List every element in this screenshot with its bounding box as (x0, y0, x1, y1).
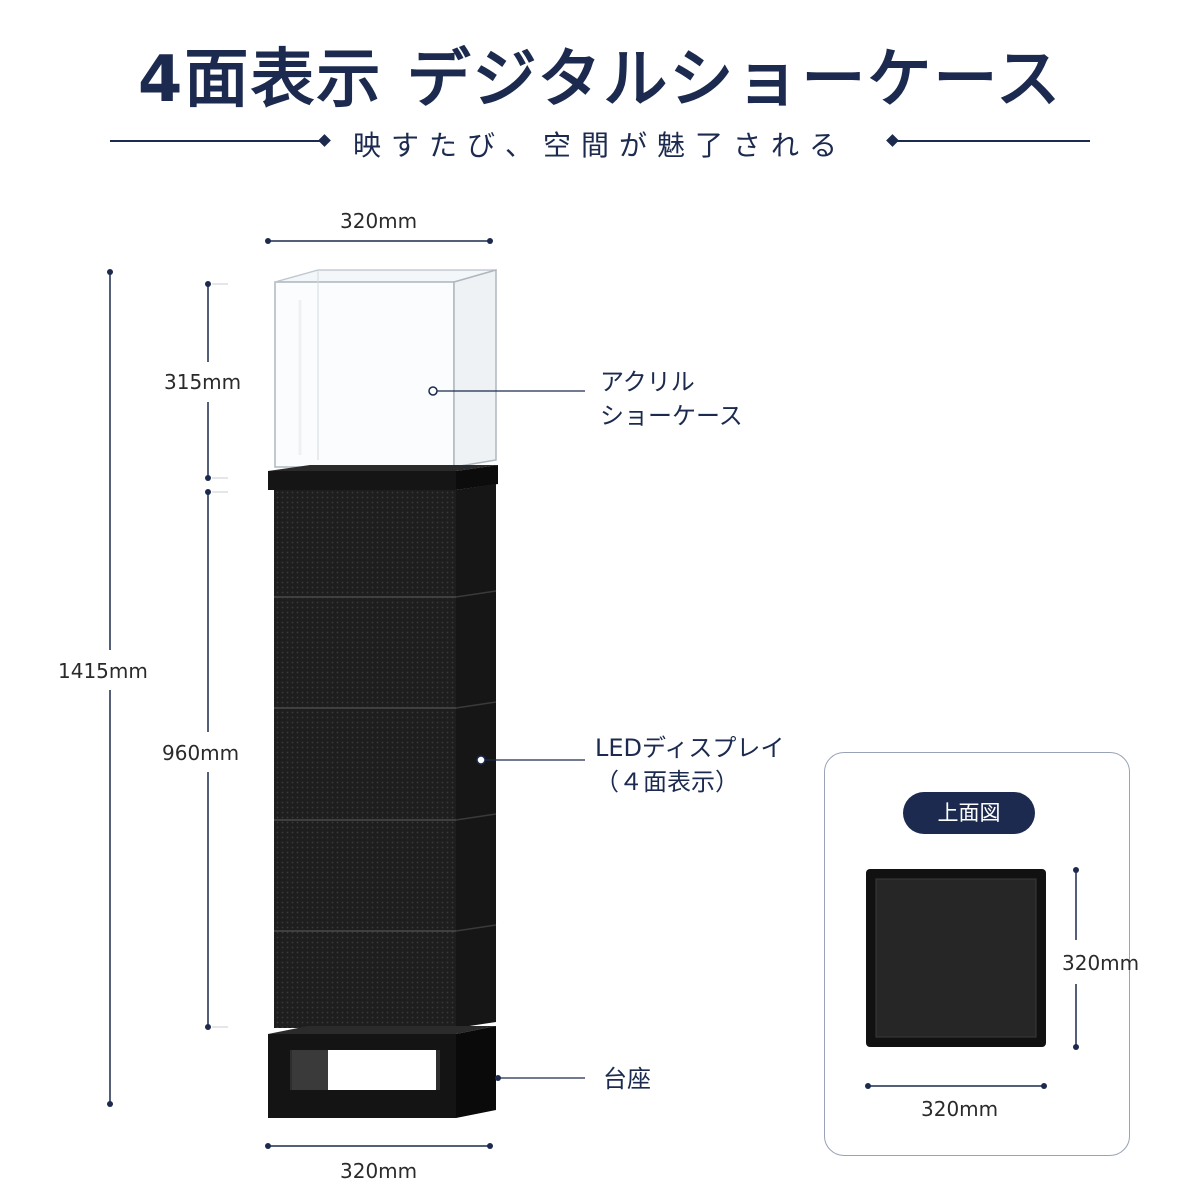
acrylic-callout-line (428, 386, 585, 396)
base-callout-line (495, 1075, 585, 1081)
total-height-dimension (107, 269, 113, 1107)
subtitle-row: 映すたび、空間が魅了される (0, 118, 1200, 166)
led-callout: LEDディスプレイ （４面表示） (595, 731, 784, 799)
bottom-width-dimension (265, 1143, 493, 1149)
page-title: 4面表示 デジタルショーケース (137, 43, 1063, 117)
left-rule (110, 140, 320, 142)
page-subtitle: 映すたび、空間が魅了される (352, 129, 847, 162)
top-view-width-label: 320mm (921, 1097, 999, 1121)
acrylic-callout: アクリル ショーケース (600, 365, 743, 433)
base-stand (268, 1026, 496, 1118)
right-rule (897, 140, 1090, 142)
led-display-column (274, 484, 497, 1028)
top-view-badge: 上面図 (903, 792, 1035, 834)
display-height-label: 960mm (162, 741, 240, 765)
base-callout: 台座 (603, 1065, 651, 1093)
top-width-dimension (265, 238, 493, 244)
acrylic-callout-line2: ショーケース (600, 402, 743, 430)
led-callout-line2: （４面表示） (595, 768, 739, 796)
case-height-label: 315mm (164, 370, 242, 394)
top-view-height-label: 320mm (1062, 951, 1140, 975)
acrylic-callout-line1: アクリル (600, 368, 695, 396)
acrylic-case (274, 269, 497, 468)
case-height-dimension (205, 281, 228, 481)
display-height-dimension (205, 489, 228, 1030)
top-cap (268, 465, 498, 490)
total-height-label: 1415mm (58, 659, 148, 683)
led-callout-line (476, 755, 585, 765)
top-width-label: 320mm (340, 209, 418, 233)
bottom-width-label: 320mm (340, 1159, 418, 1183)
led-callout-line1: LEDディスプレイ (595, 734, 785, 762)
